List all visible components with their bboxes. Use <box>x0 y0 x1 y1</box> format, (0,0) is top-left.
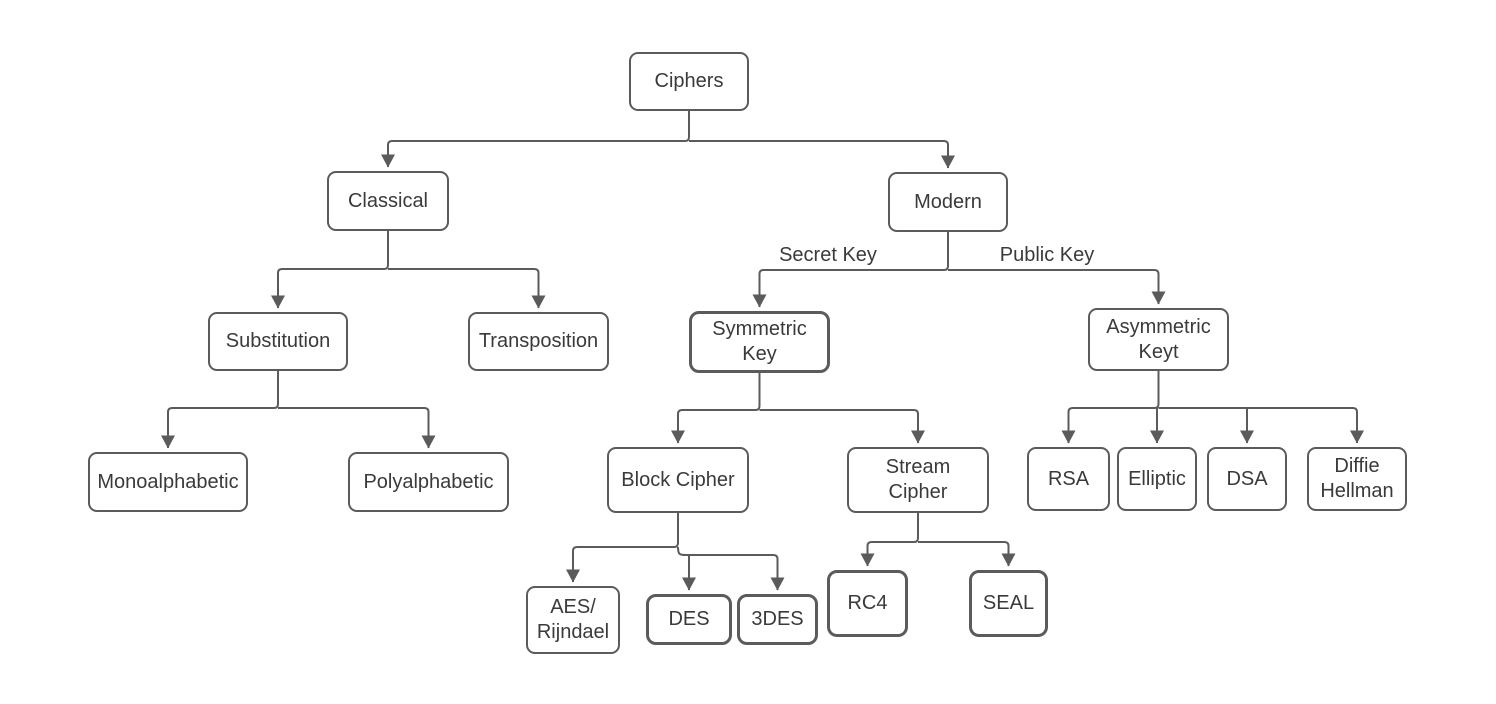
edge-label-secret-key: Secret Key <box>779 244 877 266</box>
node-dsa: DSA <box>1207 447 1287 511</box>
node-des: DES <box>646 594 732 645</box>
edge-substitution-monoalphabetic <box>161 371 279 449</box>
node-asymmetric-key: Asymmetric Keyt <box>1088 308 1229 371</box>
edge-block-3des <box>677 546 785 591</box>
edge-modern-symmetric-key <box>752 232 949 308</box>
edge-label-public-key: Public Key <box>999 244 1095 266</box>
node-ciphers: Ciphers <box>629 52 749 111</box>
edge-asymmetric-rsa <box>1061 371 1160 444</box>
edge-modern-asymmetric-key <box>948 269 1166 305</box>
edge-classical-substitution <box>271 231 389 309</box>
node-stream-cipher: Stream Cipher <box>847 447 989 513</box>
edge-asymmetric-diffie-hellman <box>1158 407 1364 444</box>
node-elliptic: Elliptic <box>1117 447 1197 511</box>
node-3des: 3DES <box>737 594 818 645</box>
edge-ciphers-classical <box>381 111 690 168</box>
node-polyalphabetic: Polyalphabetic <box>348 452 509 512</box>
node-diffie-hellman: Diffie Hellman <box>1307 447 1407 511</box>
node-block-cipher: Block Cipher <box>607 447 749 513</box>
edge-ciphers-modern <box>689 140 955 169</box>
node-substitution: Substitution <box>208 312 348 371</box>
edge-stream-rc4 <box>860 513 919 567</box>
node-classical: Classical <box>327 171 449 231</box>
edge-block-aes-rijndael <box>566 513 679 583</box>
edge-substitution-polyalphabetic <box>278 407 436 449</box>
node-transposition: Transposition <box>468 312 609 371</box>
node-aes-rijndael: AES/ Rijndael <box>526 586 620 654</box>
node-modern: Modern <box>888 172 1008 232</box>
edge-classical-transposition <box>388 268 546 309</box>
node-rsa: RSA <box>1027 447 1110 511</box>
edge-symmetric-stream-cipher <box>759 409 925 444</box>
edge-symmetric-block-cipher <box>671 373 761 444</box>
edge-stream-seal <box>918 541 1016 567</box>
node-monoalphabetic: Monoalphabetic <box>88 452 248 512</box>
node-seal: SEAL <box>969 570 1048 637</box>
node-symmetric-key: Symmetric Key <box>689 311 830 373</box>
node-rc4: RC4 <box>827 570 908 637</box>
